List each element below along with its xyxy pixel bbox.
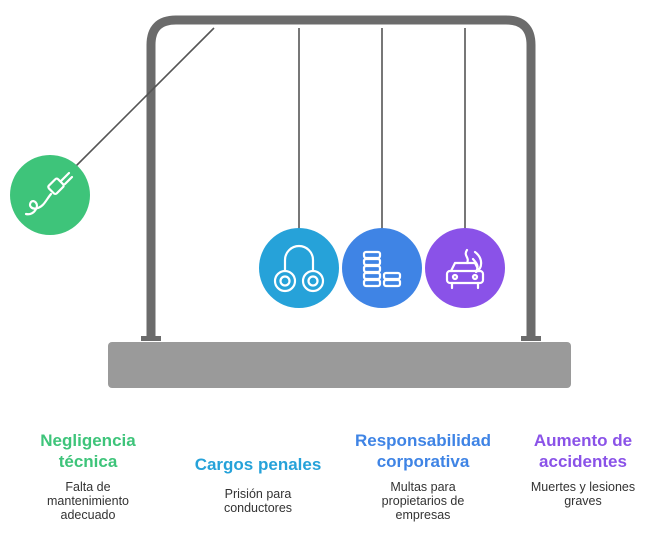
frame-foot-right <box>521 336 541 341</box>
handcuffs-icon <box>273 244 325 293</box>
string-swinging <box>69 27 215 173</box>
label-aumento: Aumento de accidentes Muertes y lesiones… <box>519 430 647 508</box>
label-desc-cargos: Prisión para conductores <box>223 487 293 515</box>
ball-aumento-accidentes <box>425 228 505 308</box>
ball-responsabilidad <box>342 228 422 308</box>
label-title-responsabilidad: Responsabilidad corporativa <box>354 431 492 471</box>
label-desc-aumento: Muertes y lesiones graves <box>530 480 636 508</box>
label-title-cargos: Cargos penales <box>194 455 322 474</box>
cradle-base <box>108 342 571 388</box>
label-responsabilidad: Responsabilidad corporativa Multas para … <box>338 430 508 522</box>
frame-foot-left <box>141 336 161 341</box>
ball-negligencia <box>10 155 90 235</box>
plug-icon <box>24 171 74 216</box>
car-fire-icon <box>445 248 485 290</box>
label-title-aumento: Aumento de accidentes <box>533 431 633 471</box>
ball-cargos-penales <box>259 228 339 308</box>
label-title-negligencia: Negligencia técnica <box>40 431 136 471</box>
label-cargos: Cargos penales Prisión para conductores <box>182 454 334 515</box>
coin-stacks-icon <box>362 250 402 288</box>
label-negligencia: Negligencia técnica Falta de mantenimien… <box>18 430 158 522</box>
cradle-frame <box>146 15 536 338</box>
label-desc-negligencia: Falta de mantenimiento adecuado <box>47 480 129 522</box>
label-desc-responsabilidad: Multas para propietarios de empresas <box>381 480 465 522</box>
